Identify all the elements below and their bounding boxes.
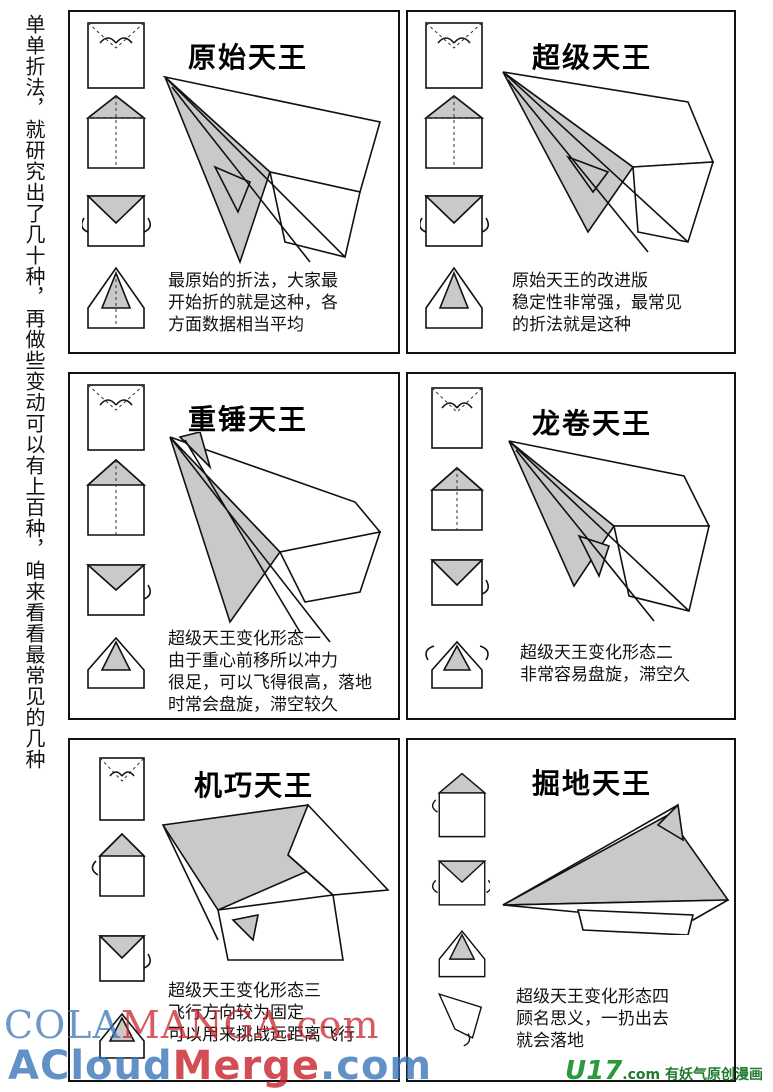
site-logo: U17.com 有妖气原创漫画 <box>565 1056 763 1086</box>
panel-title: 原始天王 <box>188 36 308 76</box>
panel-tornado-king: 龙卷天王 超级天王变化形态二 非常容易盘旋，滞空久 <box>406 372 736 720</box>
logo-domain: .com <box>622 1067 660 1083</box>
panel-digger-king: 掘地天王 超级天王变化形态四 顾名思义，一扔出去 就会落地 <box>406 738 736 1082</box>
plane-illustration <box>160 432 390 647</box>
watermark-text: .com <box>320 1043 432 1089</box>
watermark-text: Merge <box>173 1043 320 1089</box>
panel-hammer-king: 重锤天王 超级天王变化形态一 由于重心前移所以冲力 很足，可以飞得很高，落地 时… <box>68 372 400 720</box>
plane-illustration <box>498 62 728 272</box>
panel-title: 超级天王 <box>532 36 652 76</box>
watermark-text: .com <box>283 1003 379 1047</box>
watermark-acloudmerge: ACloudMerge.com <box>8 1043 432 1089</box>
panel-caption: 超级天王变化形态一 由于重心前移所以冲力 很足，可以飞得很高，落地 时常会盘旋，… <box>168 628 372 716</box>
logo-brand: U17 <box>565 1056 622 1086</box>
watermark-text: ACloud <box>8 1043 173 1089</box>
panel-title: 龙卷天王 <box>532 402 652 442</box>
panel-title: 重锤天王 <box>188 398 308 438</box>
plane-illustration <box>158 800 393 975</box>
panel-caption: 最原始的折法，大家最 开始折的就是这种，各 方面数据相当平均 <box>168 270 338 336</box>
panel-caption: 原始天王的改进版 稳定性非常强，最常见 的折法就是这种 <box>512 270 682 336</box>
panel-caption: 超级天王变化形态二 非常容易盘旋，滞空久 <box>520 642 690 686</box>
panel-title: 机巧天王 <box>194 764 314 804</box>
plane-illustration <box>498 795 733 935</box>
fold-steps-diagram <box>420 380 490 700</box>
panel-caption: 超级天王变化形态四 顾名思义，一扔出去 就会落地 <box>516 986 669 1052</box>
fold-steps-diagram <box>420 746 490 1076</box>
logo-tagline: 有妖气原创漫画 <box>665 1067 763 1083</box>
side-note: 单单折法，就研究出了几十种，再做些变动可以有上百种，咱来看看最常见的几种 <box>14 14 54 770</box>
watermark-text: MANGA <box>121 1003 283 1047</box>
panel-super-king: 超级天王 原始天王的改进版 稳定性非常强，最常见 的折法就是这种 <box>406 10 736 354</box>
watermark-text: COLA <box>4 1003 121 1047</box>
panel-original-king: 原始天王 最原始的折法，大家最 开始折的就是这种，各 方面数据相当平均 <box>68 10 400 354</box>
watermark-cola-manga: COLAMANGA.com <box>4 1003 380 1047</box>
fold-steps-diagram <box>420 18 490 338</box>
panel-title: 掘地天王 <box>532 762 652 802</box>
fold-steps-diagram <box>82 380 152 700</box>
plane-illustration <box>504 436 724 636</box>
fold-steps-diagram <box>82 18 152 338</box>
plane-illustration <box>160 62 390 277</box>
